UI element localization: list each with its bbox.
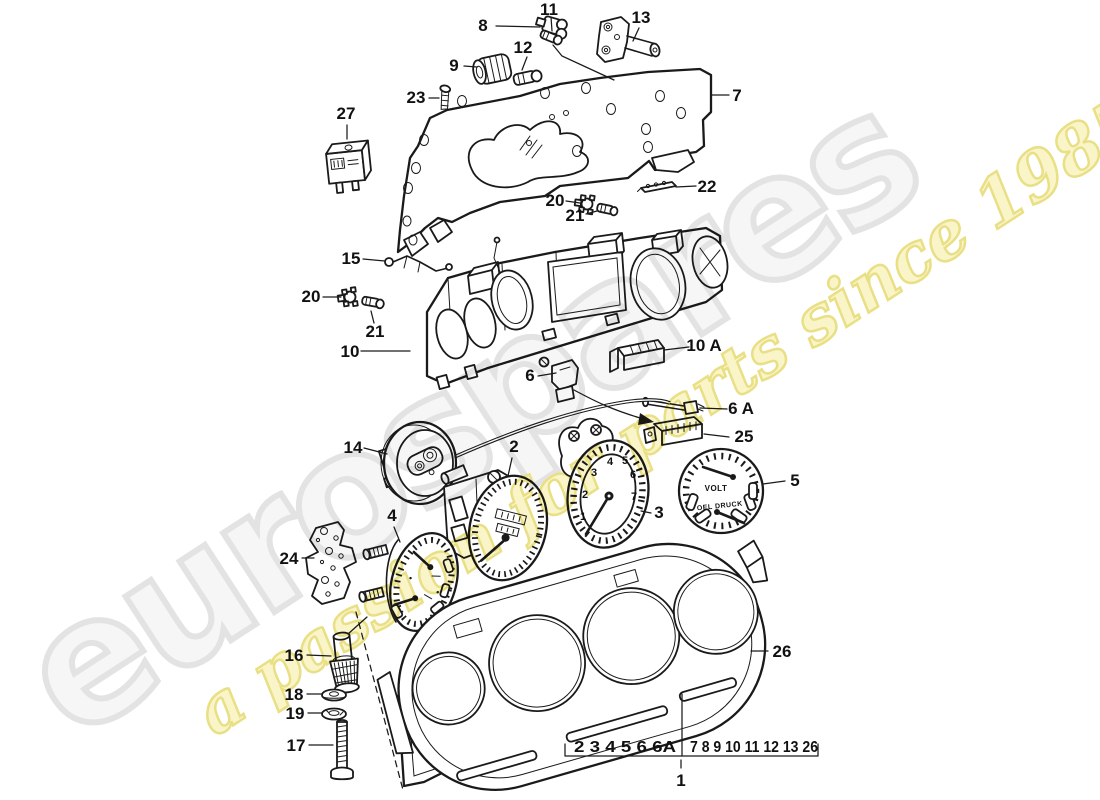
- callout-21-left: 21: [366, 322, 385, 341]
- tach-number-6: 6: [630, 469, 636, 481]
- part-4-temp-fuel-gauge: [358, 531, 459, 633]
- callout-20-left: 20: [302, 287, 321, 306]
- part-23-screw: [439, 84, 452, 110]
- callout-18: 18: [285, 685, 304, 704]
- callout-1: 1: [676, 771, 685, 790]
- part-3-tachometer: 1 2 3 4 5 6 7: [558, 417, 650, 549]
- pointer-line-16: [347, 616, 368, 635]
- wire-with-arrow: [573, 389, 654, 425]
- part-26-front-bezel: [376, 539, 769, 792]
- callout-9: 9: [449, 56, 458, 75]
- callout-12: 12: [514, 38, 533, 57]
- tach-number-5: 5: [622, 455, 628, 467]
- callout-21-top: 21: [566, 206, 585, 225]
- callout-11: 11: [540, 0, 558, 19]
- callout-26: 26: [773, 642, 792, 661]
- callout-13: 13: [632, 8, 651, 27]
- tach-number-2: 2: [582, 489, 588, 501]
- part-5-volt-oil-gauge: VOLT OEL DRUCK: [677, 447, 765, 535]
- callout-24: 24: [280, 549, 299, 568]
- assembly-axis-dashed: [355, 611, 404, 791]
- part-19-lock-washer: [321, 707, 347, 721]
- part-2-speedometer: [440, 464, 549, 582]
- part-17-screw: [330, 719, 354, 781]
- callout-27: 27: [337, 104, 356, 123]
- part-18-washer: [321, 688, 347, 702]
- callout-labels: 8 11 12 9 13 23 7 27 22 20 21 15 20 21 1…: [280, 0, 800, 755]
- callout-16: 16: [285, 646, 304, 665]
- part-25-connector: [643, 416, 703, 446]
- speedometer-cable: [451, 398, 671, 460]
- callout-3: 3: [654, 503, 663, 522]
- leader-lines: [301, 16, 786, 746]
- gauge5-volt-label: VOLT: [705, 484, 728, 493]
- part-21-bulb-left: [361, 295, 385, 310]
- callout-14: 14: [344, 438, 363, 457]
- part-20-socket-left: [336, 286, 359, 308]
- callout-10: 10: [341, 342, 360, 361]
- part-10-housing: [425, 226, 729, 390]
- callout-22: 22: [698, 177, 717, 196]
- part-14-gong: [377, 420, 458, 506]
- callout-6: 6: [525, 366, 534, 385]
- legend-right-numbers: 7 8 9 10 11 12 13 26: [690, 739, 818, 756]
- part-7-backplate: [396, 67, 713, 257]
- callout-20-top: 20: [546, 191, 565, 210]
- part-16-knob: [329, 631, 360, 694]
- callout-4: 4: [387, 506, 397, 525]
- part-15-clip: [384, 255, 453, 273]
- gauge5-oeldruck-label: OEL DRUCK: [697, 501, 743, 513]
- part-21-bulb-top: [596, 202, 619, 217]
- part-22-contact-strip: [637, 180, 677, 193]
- callout-15: 15: [342, 249, 361, 268]
- callout-5: 5: [790, 471, 799, 490]
- callout-8: 8: [478, 16, 487, 35]
- tach-number-3: 3: [591, 467, 597, 479]
- callout-6a: 6 A: [728, 399, 754, 418]
- part-11-bulb: [539, 29, 563, 46]
- callout-23: 23: [407, 88, 426, 107]
- tach-number-4: 4: [607, 456, 614, 468]
- legend-left-numbers: 2 3 4 5 6 6A: [574, 739, 676, 756]
- part-12-bulb: [512, 69, 543, 86]
- part-27-relay: [325, 139, 372, 194]
- part-6-bracket: [538, 356, 579, 403]
- callout-7: 7: [732, 86, 741, 105]
- part-6a-cable-end: [642, 396, 705, 415]
- part-10a-connector: [609, 339, 665, 373]
- callout-10a: 10 A: [686, 336, 721, 355]
- pointer-line-11: [552, 44, 615, 81]
- part-9-bulb-socket: [472, 53, 513, 85]
- legend-strip: 2 3 4 5 6 6A 7 8 9 10 11 12 13 26 1: [564, 693, 819, 790]
- tach-number-1: 1: [580, 511, 586, 523]
- part-24-bracket-plate: [305, 521, 357, 605]
- callout-19: 19: [286, 704, 305, 723]
- part-13-bracket: [596, 16, 661, 63]
- callout-2: 2: [509, 437, 518, 456]
- callout-17: 17: [287, 736, 306, 755]
- tach-number-7: 7: [631, 491, 637, 503]
- callout-25: 25: [735, 427, 754, 446]
